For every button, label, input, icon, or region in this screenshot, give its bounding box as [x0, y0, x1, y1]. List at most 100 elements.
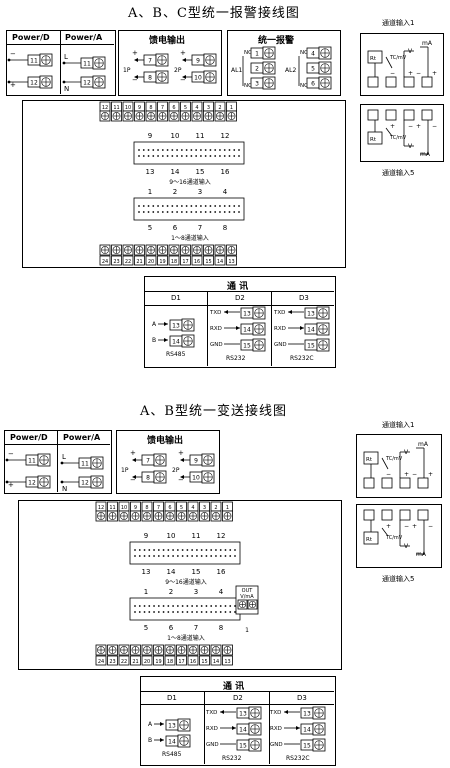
- screw-head: [318, 308, 328, 318]
- pin-dot: [171, 155, 174, 157]
- pin-dot: [172, 549, 174, 551]
- terminal-number: 1: [255, 51, 259, 58]
- terminal-number: 12: [83, 80, 91, 87]
- terminal-number: 4: [311, 51, 315, 58]
- screw-head: [181, 246, 190, 254]
- arrow-right: [160, 722, 164, 726]
- pin-dot: [152, 155, 155, 157]
- gnd-label: GND: [210, 342, 223, 348]
- comm-title-2: 通 讯: [223, 682, 245, 692]
- arrow-left: [180, 475, 184, 479]
- pin-dot: [196, 549, 198, 551]
- screw-head: [250, 708, 260, 718]
- wire: [385, 56, 393, 69]
- plus-sign: +: [180, 49, 186, 57]
- screw-head: [143, 646, 151, 654]
- minus-sign: −: [386, 471, 391, 478]
- pin-dot: [176, 605, 179, 607]
- block-number: 12: [221, 132, 230, 140]
- pin-dot: [210, 605, 213, 607]
- terminal-number: 12: [28, 480, 36, 487]
- screw-head: [108, 646, 117, 654]
- pin-dot: [142, 211, 145, 213]
- block-number: 7: [194, 624, 198, 632]
- screw-head: [227, 246, 236, 254]
- pin-dot: [181, 549, 184, 551]
- connector-pin-number: 15: [205, 259, 211, 265]
- input-terminal: [367, 109, 379, 121]
- screw-head: [177, 646, 186, 654]
- pin-dot: [167, 611, 170, 613]
- block-number: 3: [194, 588, 198, 596]
- connector-number-cell: [111, 255, 122, 266]
- connector-number-cell: [168, 255, 180, 266]
- connector-pin-number: 4: [195, 105, 198, 111]
- arrow-right: [164, 322, 168, 326]
- v-label: V: [404, 449, 409, 456]
- pin-dot: [176, 611, 179, 613]
- pin-dot: [191, 605, 194, 607]
- screw-head: [216, 112, 224, 120]
- pin-dot: [171, 205, 174, 207]
- pin-dot: [152, 205, 155, 207]
- bottom-diagram-title: A、B型统一变送接线图: [140, 404, 287, 419]
- plus-sign: +: [404, 471, 409, 478]
- input-terminal: [417, 477, 429, 489]
- pin-dot: [181, 605, 184, 607]
- input-terminal: [385, 109, 397, 121]
- minus-sign: −: [130, 476, 136, 484]
- input-terminal: [399, 509, 411, 521]
- block-number: 15: [196, 168, 205, 176]
- minus-sign: −: [428, 523, 433, 530]
- N-label: N: [64, 85, 69, 93]
- block-number: 14: [171, 168, 180, 176]
- screw-head: [41, 77, 51, 87]
- rxd-label: RXD: [274, 326, 286, 332]
- pin-dot: [180, 155, 183, 157]
- al2-label: AL2: [285, 67, 296, 74]
- screw-head: [223, 646, 232, 654]
- screw-head: [154, 512, 163, 520]
- screw-head: [248, 600, 257, 609]
- pin-dot: [166, 149, 169, 151]
- input-terminal: [381, 477, 393, 489]
- terminal-number: 10: [192, 475, 200, 482]
- pin-dot: [185, 211, 188, 213]
- block-number: 13: [146, 168, 155, 176]
- pin-dot: [195, 155, 198, 157]
- pin-dot: [186, 611, 189, 613]
- pin-dot: [205, 611, 208, 613]
- wire: [381, 457, 389, 470]
- pin-dot: [190, 205, 193, 207]
- screw-head: [157, 55, 167, 65]
- pin-dot: [172, 605, 174, 607]
- main-connector-box: [22, 100, 346, 268]
- pin-dot: [176, 205, 178, 207]
- tcmv-label: TC/mV: [385, 535, 403, 541]
- screw-head: [155, 455, 165, 465]
- arrow-left: [180, 458, 184, 462]
- pin-dot: [138, 605, 141, 607]
- pin-dot: [171, 211, 174, 213]
- screw-head: [97, 512, 105, 520]
- arrow-left: [132, 475, 136, 479]
- screw-head: [264, 78, 274, 88]
- screw-head: [154, 646, 163, 654]
- pin-dot: [147, 155, 150, 157]
- pin-dot: [195, 205, 198, 207]
- pin-dot: [214, 211, 217, 213]
- pin-dot: [224, 605, 227, 607]
- terminal-number: 11: [28, 458, 36, 465]
- power-d-label: Power/D: [12, 33, 50, 42]
- plus-sign: +: [10, 81, 16, 89]
- screw-head: [166, 512, 174, 520]
- pin-dot: [228, 205, 231, 207]
- b-label: B: [148, 737, 152, 744]
- minus-sign: −: [404, 523, 409, 530]
- pin-dot: [196, 611, 198, 613]
- connector-pin-number: 7: [161, 105, 164, 111]
- pin-dot: [148, 611, 151, 613]
- pin-dot: [196, 605, 198, 607]
- connector-pin-number: 10: [121, 505, 127, 511]
- pin-dot: [186, 605, 189, 607]
